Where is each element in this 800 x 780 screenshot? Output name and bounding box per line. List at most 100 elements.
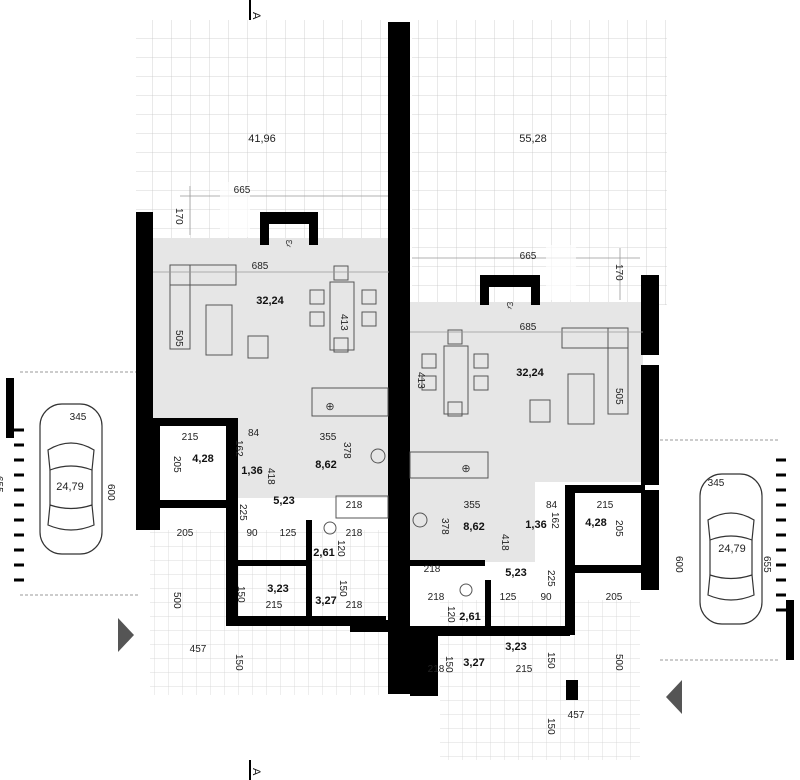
svg-text:505: 505: [613, 388, 624, 405]
front-paving-left: [150, 530, 390, 695]
svg-text:120: 120: [445, 606, 456, 623]
svg-text:218: 218: [346, 500, 363, 511]
svg-text:162: 162: [233, 440, 244, 457]
fireplace-icon: ღ: [506, 299, 513, 310]
svg-text:218: 218: [346, 600, 363, 611]
section-marker-top: A: [249, 0, 262, 20]
stove-icon: ⊕: [325, 401, 334, 413]
svg-text:84: 84: [248, 428, 260, 439]
svg-text:215: 215: [516, 664, 533, 675]
svg-text:215: 215: [266, 600, 283, 611]
left-pantry-area: 4,28: [192, 453, 213, 465]
svg-text:500: 500: [171, 592, 182, 609]
svg-text:418: 418: [265, 468, 276, 485]
kitchen-right: [410, 482, 535, 562]
right-pantry-area: 4,28: [585, 517, 606, 529]
svg-text:225: 225: [545, 570, 556, 587]
svg-text:150: 150: [545, 718, 556, 735]
fireplace-icon: ღ: [285, 237, 292, 248]
svg-text:418: 418: [499, 534, 510, 551]
left-kitchen-area: 8,62: [315, 459, 336, 471]
svg-text:500: 500: [613, 654, 624, 671]
right-living-area: 32,24: [516, 367, 544, 379]
svg-text:125: 125: [280, 528, 297, 539]
right-parking-area: 24,79: [718, 543, 746, 555]
svg-text:413: 413: [338, 314, 349, 331]
svg-text:355: 355: [464, 500, 481, 511]
svg-text:205: 205: [606, 592, 623, 603]
svg-text:665: 665: [234, 185, 251, 196]
left-living-area: 32,24: [256, 295, 284, 307]
left-vestibule-area: 3,27: [315, 595, 336, 607]
svg-text:170: 170: [613, 264, 624, 281]
svg-text:457: 457: [568, 710, 585, 721]
toilet-icon: [459, 583, 473, 597]
svg-text:84: 84: [546, 500, 558, 511]
car-icon: [39, 403, 103, 555]
svg-text:215: 215: [182, 432, 199, 443]
svg-text:125: 125: [500, 592, 517, 603]
svg-text:600: 600: [105, 484, 116, 501]
svg-text:218: 218: [428, 592, 445, 603]
svg-text:120: 120: [335, 540, 346, 557]
svg-text:225: 225: [237, 504, 248, 521]
svg-text:378: 378: [341, 442, 352, 459]
right-unit-labels: 32,24 8,62 4,28 1,36 5,23 2,61 3,23 3,27…: [415, 251, 772, 735]
walls: [136, 22, 659, 700]
parking-right: [776, 458, 786, 612]
svg-text:685: 685: [252, 261, 269, 272]
kitchen-left: [238, 418, 389, 498]
car-icon: [699, 473, 763, 625]
entrance-arrow-icon: [666, 680, 682, 714]
dimension-lines: [153, 186, 643, 333]
svg-text:90: 90: [540, 592, 552, 603]
sink-icon: [412, 512, 428, 528]
entrance-arrow-icon: [118, 618, 134, 652]
sink-icon: [370, 448, 386, 464]
svg-text:150: 150: [235, 586, 246, 603]
svg-text:505: 505: [173, 330, 184, 347]
left-entry-area: 3,23: [267, 583, 288, 595]
svg-text:218: 218: [346, 528, 363, 539]
terrace-right: [412, 20, 667, 305]
furniture-right: [409, 327, 629, 479]
right-wc-area: 1,36: [525, 519, 546, 531]
svg-text:457: 457: [190, 644, 207, 655]
front-paving-right: [440, 600, 640, 760]
terrace-left: [136, 20, 388, 245]
svg-text:A: A: [250, 12, 262, 20]
svg-text:150: 150: [443, 656, 454, 673]
stove-icon: ⊕: [461, 463, 470, 475]
svg-text:162: 162: [549, 512, 560, 529]
left-parking-area: 24,79: [56, 481, 84, 493]
section-marker-bottom: A: [249, 760, 262, 780]
right-bath-area: 2,61: [459, 611, 480, 623]
svg-text:A: A: [250, 768, 262, 776]
right-vestibule-area: 3,27: [463, 657, 484, 669]
svg-text:205: 205: [171, 456, 182, 473]
svg-text:90: 90: [246, 528, 258, 539]
svg-text:345: 345: [708, 478, 725, 489]
svg-text:215: 215: [597, 500, 614, 511]
left-bath-area: 2,61: [313, 547, 334, 559]
svg-text:355: 355: [320, 432, 337, 443]
parking-left: [14, 428, 24, 582]
terrace-right-area: 55,28: [519, 133, 547, 145]
left-wc-area: 1,36: [241, 465, 262, 477]
svg-text:655: 655: [761, 556, 772, 573]
right-kitchen-area: 8,62: [463, 521, 484, 533]
svg-text:655: 655: [0, 476, 4, 493]
svg-text:345: 345: [70, 412, 87, 423]
svg-text:600: 600: [673, 556, 684, 573]
left-hall-area: 5,23: [273, 495, 294, 507]
svg-text:413: 413: [415, 372, 426, 389]
svg-text:685: 685: [520, 322, 537, 333]
svg-text:218: 218: [428, 664, 445, 675]
furniture-left: [169, 264, 389, 417]
svg-text:150: 150: [545, 652, 556, 669]
toilet-icon: [323, 521, 337, 535]
svg-text:205: 205: [613, 520, 624, 537]
svg-text:170: 170: [173, 208, 184, 225]
svg-text:218: 218: [424, 564, 441, 575]
